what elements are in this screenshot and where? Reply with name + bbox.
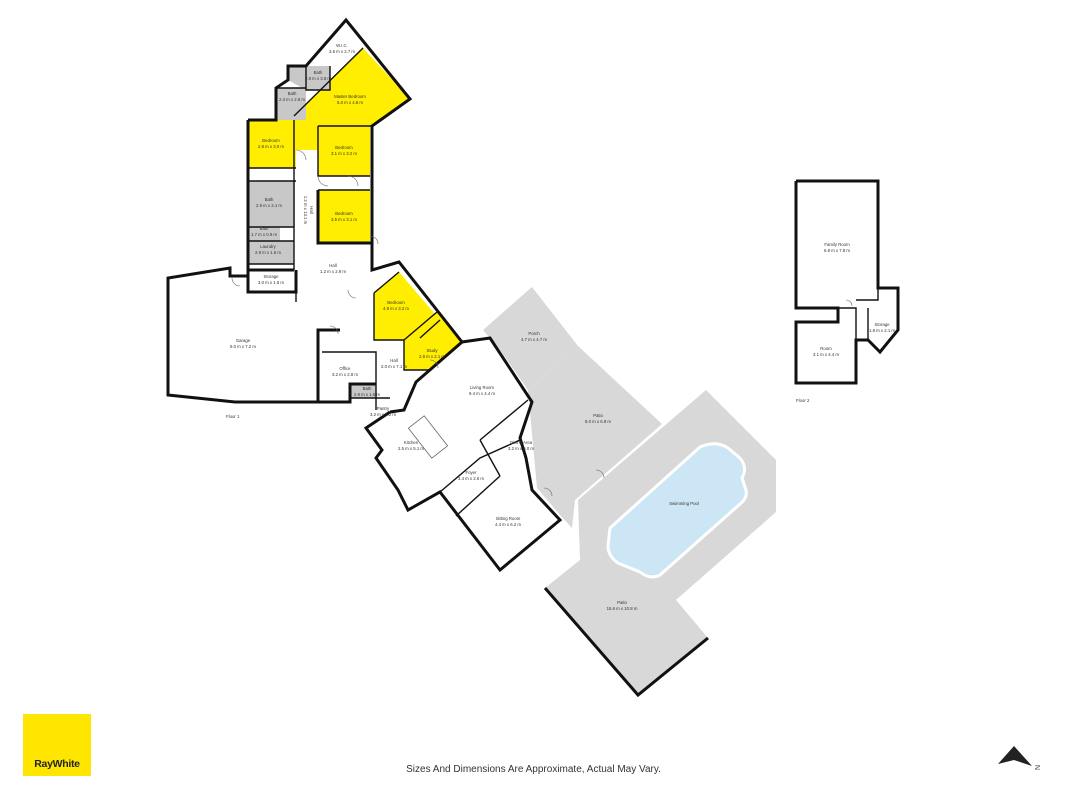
bedroom-3-fill (318, 190, 370, 243)
north-label: N (1035, 765, 1042, 770)
dining-area-dims: 3.2 m x 5.0 m (508, 446, 534, 451)
wic-dims: 3.8 m x 2.7 m (329, 49, 355, 54)
bedroom-2-fill (318, 126, 370, 176)
door-swings (231, 149, 853, 497)
patio-1-dims: 8.0 m x 6.8 m (585, 419, 611, 424)
bath-3-name: Bath (260, 226, 269, 231)
hall-dims: 1.2 m x 2.9 m (320, 269, 346, 274)
bedroom-4-name: Bedroom (387, 300, 405, 305)
pantry-dims: 3.2 m x 1.2 m (370, 412, 396, 417)
bath-top-dims: 2.8 m x 3.8 m (305, 76, 331, 81)
bedroom-1-name: Bedroom (262, 138, 280, 143)
bedroom-3-name: Bedroom (335, 211, 353, 216)
wet-area-fills (248, 66, 376, 398)
kitchen-island (407, 415, 449, 459)
porch-area (483, 287, 578, 390)
north-arrow-icon: N (998, 746, 1042, 770)
patio-2-name: Patio (617, 600, 627, 605)
bath-top-fill (288, 66, 330, 90)
room-dims: 3.1 m x 4.4 m (813, 352, 839, 357)
storage-name: Storage (263, 274, 279, 279)
bath-3-dims: 1.7 m x 0.9 m (251, 232, 277, 237)
bedroom-1-dims: 2.9 m x 3.0 m (258, 144, 284, 149)
kitchen-name: Kitchen (404, 440, 419, 445)
laundry-fill (248, 241, 294, 264)
storage-2-dims: 1.8 m x 2.1 m (869, 328, 895, 333)
hall-2-name: Hall (390, 358, 397, 363)
patio-1-name: Patio (593, 413, 603, 418)
storage-2-name: Storage (874, 322, 890, 327)
hall-2-dims: 2.0 m x 7.1 m (381, 364, 407, 369)
room-name: Room (820, 346, 832, 351)
bedroom-4-dims: 4.9 m x 3.2 m (383, 306, 409, 311)
bath-4-name: Bath (363, 386, 372, 391)
floor-1-label: Floor 1 (226, 414, 240, 419)
patio-wall (543, 587, 709, 698)
garage-name: Garage (236, 338, 251, 343)
living-room-dims: 9.4 m x 4.4 m (469, 391, 495, 396)
bath-4-fill (350, 384, 376, 398)
bath-2-dims: 2.9 m x 2.1 m (256, 203, 282, 208)
porch-dims: 4.7 m x 4.7 m (521, 337, 547, 342)
bedroom-1-fill (248, 120, 296, 168)
sitting-room-name: Sitting Room (496, 516, 521, 521)
swimming-pool (606, 442, 748, 579)
storage-dims: 3.0 m x 1.5 m (258, 280, 284, 285)
master-bedroom-fill (294, 48, 410, 150)
family-room-dims: 6.8 m x 7.8 m (824, 248, 850, 253)
study-name: Study (427, 348, 439, 353)
bedroom-2-dims: 3.1 m x 3.2 m (331, 151, 357, 156)
bedroom-3-dims: 3.5 m x 3.1 m (331, 217, 357, 222)
logo-text: RayWhite (34, 758, 80, 770)
laundry-name: Laundry (260, 244, 276, 249)
disclaimer-text: Sizes And Dimensions Are Approximate, Ac… (406, 764, 661, 775)
bath-2-name: Bath (265, 197, 274, 202)
patio-2-dims: 15.6 m x 10.8 m (607, 606, 638, 611)
sitting-room-dims: 4.4 m x 6.2 m (495, 522, 521, 527)
bath-3-fill (248, 227, 280, 241)
master-bedroom-dims: 5.0 m x 4.8 m (337, 100, 363, 105)
master-bedroom-name: Master Bedroom (334, 94, 366, 99)
bath-4-dims: 2.9 m x 1.5 m (354, 392, 380, 397)
bedroom-fills (248, 48, 462, 370)
study-fill (404, 312, 462, 370)
floor-2-label: Floor 2 (796, 398, 810, 403)
foyer-dims: 3.4 m x 2.6 m (458, 476, 484, 481)
floor-2-plan (794, 179, 900, 385)
living-room-name: Living Room (470, 385, 494, 390)
porch-name: Porch (528, 331, 540, 336)
patio-area (528, 346, 662, 528)
pantry-name: Pantry (377, 406, 390, 411)
garage-dims: 9.0 m x 7.2 m (230, 344, 256, 349)
bath-2-fill (248, 181, 295, 227)
foyer-name: Foyer (466, 470, 478, 475)
hall-vertical-dims: 1.2 m x 13.1 m (303, 196, 308, 225)
room-labels: W.I.C. 3.8 m x 2.7 m Bath 2.8 m x 3.8 m … (230, 43, 895, 611)
office-name: Office (339, 366, 351, 371)
office-dims: 3.2 m x 2.8 m (332, 372, 358, 377)
wic-name: W.I.C. (336, 43, 348, 48)
bath-small-dims: 2.3 m x 2.8 m (279, 97, 305, 102)
study-dims: 2.9 m x 2.1 m (419, 354, 445, 359)
hall-vertical-name: Hall (309, 206, 314, 213)
bath-top-name: Bath (314, 70, 323, 75)
raywhite-logo: RayWhite (23, 714, 91, 776)
family-room-name: Family Room (824, 242, 850, 247)
dining-area-name: Dining Area (510, 440, 533, 445)
laundry-dims: 2.9 m x 1.6 m (255, 250, 281, 255)
kitchen-dims: 2.5 m x 5.1 m (398, 446, 424, 451)
pool-name: Swimming Pool (669, 501, 699, 506)
bath-small-name: Bath (288, 91, 297, 96)
walls-main (166, 17, 563, 573)
bedroom-2-name: Bedroom (335, 145, 353, 150)
hall-name: Hall (329, 263, 336, 268)
